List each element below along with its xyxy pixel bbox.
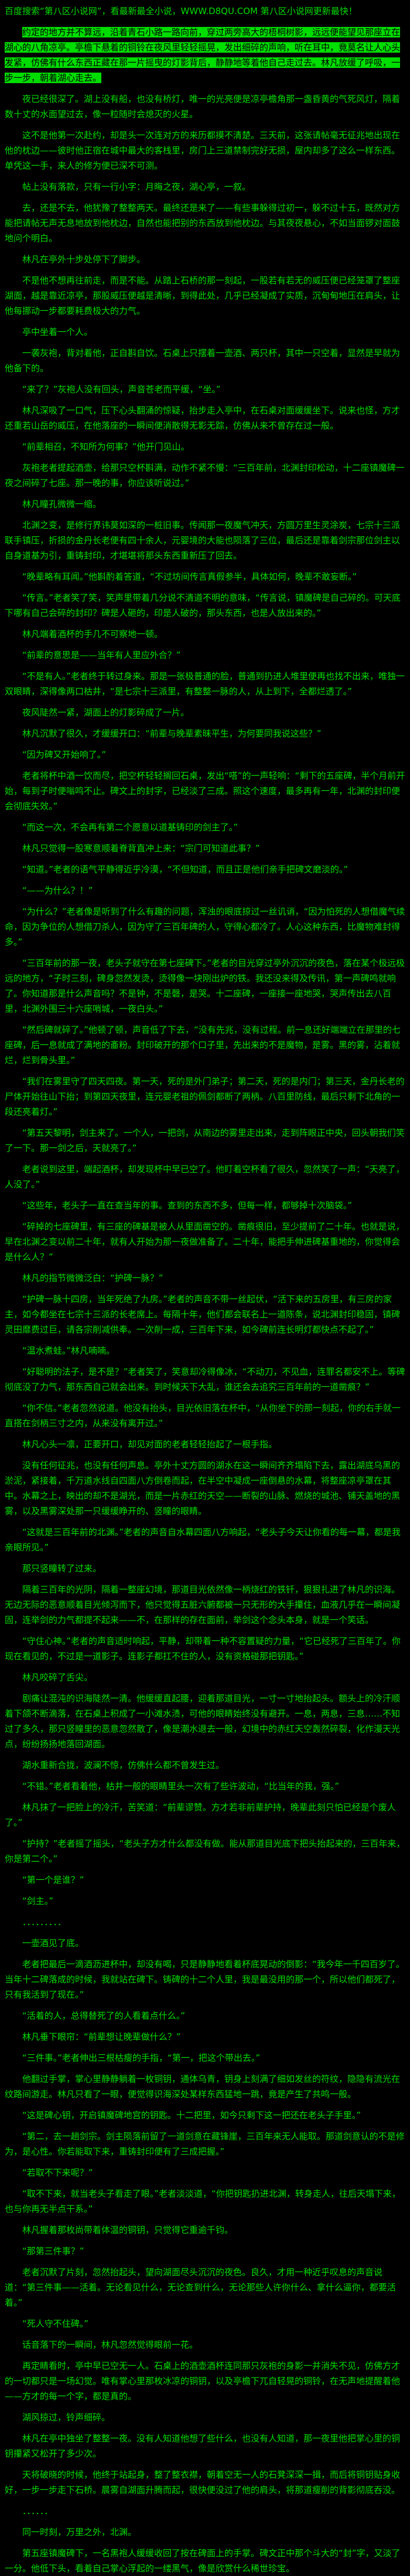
novel-paragraph: 帖上没有落款，只有一行小字：月晦之夜，湖心亭，一叙。 <box>22 181 251 192</box>
novel-paragraph: 话音落下的一瞬间，林凡忽然觉得眼前一花。 <box>22 2339 199 2350</box>
novel-paragraph: 剧痛让混沌的识海陡然一清。他缓缓直起腰，迎着那道目光，一寸一寸地抬起头。额头上的… <box>5 1693 401 1749</box>
novel-paragraph: “那第三件事？” <box>22 2246 84 2256</box>
novel-paragraph: “若取不下来呢？” <box>22 2167 93 2178</box>
novel-paragraph: “不错。”老者看着他，枯井一般的眼睛里头一次有了些许波动，“比当年的我，强。” <box>22 1781 340 1791</box>
novel-paragraph: “来了？”灰袍人没有回头，声音苍老而平缓，“坐。” <box>22 384 221 395</box>
novel-paragraph: 林凡深吸了一口气，压下心头翻涌的惊疑，抬步走入亭中，在石桌对面缓缓坐下。说来也怪… <box>5 405 401 431</box>
novel-paragraph: 一袭灰袍，背对着他，正自斟自饮。石桌上只摆着一壶酒、两只杯，其中一只空着，显然是… <box>5 348 401 374</box>
novel-paragraph: “晚辈略有耳闻。”他斟酌着答道，“不过坊间传言真假参半，具体如何，晚辈不敢妄断。… <box>22 571 357 582</box>
novel-paragraph: “前辈相召，不知所为何事？”他开门见山。 <box>22 441 190 452</box>
novel-paragraph: “然后碑就碎了。”他顿了顿，声音低了下去，“没有先兆，没有过程。前一息还好端端立… <box>5 1025 401 1066</box>
novel-paragraph: 一壶酒见了底。 <box>22 1938 84 1948</box>
novel-paragraph: “第一个是谁？” <box>22 1875 84 1885</box>
novel-paragraph: “前辈的意思是——当年有人里应外合？” <box>22 650 181 660</box>
novel-paragraph: “这就是三百年前的北渊。”老者的声音自水幕四面八方响起，“老头子今天让你看的每一… <box>5 1527 401 1553</box>
novel-paragraph: “第二，去一趟剑宗。剑主陨落前留了一道剑意在藏锋崖，三百年来无人能取。那道剑意认… <box>5 2131 405 2157</box>
novel-paragraph: “取不下来，就当老头子看走了眼。”老者淡淡道，“你把钥匙扔进北渊，转身走人，往后… <box>5 2188 401 2214</box>
top-ad-line[interactable]: 百度搜索“第八区小说网”，看最新最全小说，WWW.D8QU.COM 第八区小说网… <box>5 6 357 16</box>
novel-paragraph: “剑主。” <box>22 1896 54 1906</box>
novel-paragraph: 夜已经很深了。湖上没有船，也没有桥灯，唯一的光亮便是凉亭檐角那一盏昏黄的气死风灯… <box>5 94 401 119</box>
novel-paragraph: 林凡垂下眼帘：“前辈想让晚辈做什么？” <box>22 2032 181 2042</box>
novel-paragraph: 没有任何征兆，也没有任何声息。亭外十丈方圆的湖水在这一瞬间齐齐塌陷下去，露出湖底… <box>5 1460 401 1516</box>
novel-paragraph: 林凡在亭中独坐了整整一夜。没有人知道他想了些什么，也没有人知道，那一夜里他把掌心… <box>5 2433 401 2459</box>
novel-paragraph: “这是碑心钥，开启镇魔碑地宫的钥匙。十二把里，如今只剩下这一把还在老头子手里。” <box>22 2110 361 2121</box>
novel-paragraph: 隔着三百年的光阴，隔着一整座幻境，那道目光依然像一柄烧红的铁钎，狠狠扎进了林凡的… <box>5 1584 401 1625</box>
novel-paragraph: “知道。”老者的语气平静得近乎冷漠，“不但知道，而且正是他们亲手把碑文磨淡的。” <box>22 864 348 875</box>
novel-paragraph: “我们在雾里守了四天四夜。第一天，死的是外门弟子；第二天，死的是内门；第三天，金… <box>5 1076 405 1117</box>
novel-paragraph: “好聪明的法子，是不是？”老者笑了，笑意却冷得像冰，“不动刀，不见血，连罪名都安… <box>5 1366 405 1392</box>
novel-paragraph: 他翻过手掌，掌心里静静躺着一枚铜钥，通体乌青，钥身上刻满了细如发丝的符纹，隐隐有… <box>5 2074 401 2099</box>
novel-paragraph: “——为什么？！” <box>22 885 93 896</box>
selected-text: 约定的地方并不算远，沿着青石小路一路向前，穿过两旁高大的梧桐树影，远远便能望见那… <box>5 27 401 83</box>
novel-paragraph: “为什么？”老者像是听到了什么有趣的问题，浑浊的眼底掠过一丝讥诮，“因为怕死的人… <box>5 906 405 947</box>
novel-paragraph: 林凡心头一凛，正要开口，却见对面的老者轻轻抬起了一根手指。 <box>22 1439 278 1450</box>
novel-paragraph: “死人守不住碑。” <box>22 2318 89 2329</box>
novel-paragraph: 去，还是不去，他犹豫了整整两天。最终还是来了——有些事躲得过初一，躲不过十五，既… <box>5 203 401 244</box>
novel-paragraph: 夜风陡然一紧，湖面上的灯影碎成了一片。 <box>22 707 190 718</box>
novel-paragraph: 林凡端着酒杯的手几不可察地一顿。 <box>22 629 163 639</box>
novel-paragraph: “传言。”老者笑了笑，笑声里带着几分说不清道不明的意味，“传言说，镇魔碑是自己碎… <box>5 592 401 618</box>
novel-paragraph: 林凡握着那枚尚带着体温的铜钥，只觉得它重逾千钧。 <box>22 2225 234 2235</box>
novel-paragraph: 湖水重新合拢，波澜不惊，仿佛什么都不曾发生过。 <box>22 1760 225 1770</box>
chapter-body: 夜已经很深了。湖上没有船，也没有桥灯，唯一的光亮便是凉亭檐角那一盏昏黄的气死风灯… <box>5 91 405 2576</box>
novel-paragraph: “碎掉的七座碑里，有三座的碑基是被人从里面凿空的。凿痕很旧，至少提前了二十年。也… <box>5 1221 405 1262</box>
novel-paragraph: 亭中坐着一个人。 <box>22 327 93 337</box>
novel-paragraph: “温水煮蛙。”林凡喃喃。 <box>22 1345 115 1356</box>
novel-paragraph: 再定睛看时，亭中早已空无一人。石桌上的酒壶酒杯连同那只灰袍的身影一并消失不见，仿… <box>5 2361 401 2402</box>
novel-paragraph: “三百年前的那一夜，老头子就守在第七座碑下。”老者的目光穿过亭外沉沉的夜色，落在… <box>5 958 405 1014</box>
novel-paragraph: “三件事。”老者伸出三根枯瘦的手指，“第一，把这个带出去。” <box>22 2053 261 2063</box>
novel-paragraph: 林凡的指节微微泛白：“护碑一脉？” <box>22 1273 163 1283</box>
novel-paragraph: 不是他不想再往前走，而是不能。从踏上石桥的那一刻起，一股若有若无的威压便已经笼罩… <box>5 275 401 316</box>
novel-paragraph: “不是有人。”老者终于转过身来。那是一张极普通的脸，普通到扔进人堆里便再也找不出… <box>5 671 405 697</box>
novel-paragraph: “第五天黎明，剑主来了。一个人，一把剑，从南边的雾里走出来，走到阵眼正中央，回头… <box>5 1128 405 1153</box>
novel-paragraph: “你不信。”老者忽然说道。他没有抬头，目光依旧落在杯中，“从你坐下的那一刻起，你… <box>5 1403 401 1429</box>
selected-paragraph: 约定的地方并不算远，沿着青石小路一路向前，穿过两旁高大的梧桐树影，远远便能望见那… <box>5 25 405 85</box>
novel-paragraph: “而这一次，不会再有第二个愿意以道基铸印的剑主了。” <box>22 822 238 833</box>
novel-paragraph: 同一时刻，万里之外，北渊。 <box>22 2527 137 2537</box>
novel-paragraph: 老者把最后一滴酒沥进杯中，却没有喝，只是静静地看着杯底晃动的倒影：“我今年一千四… <box>5 1959 405 2000</box>
novel-paragraph: “因为碑又开始响了。” <box>22 749 107 760</box>
novel-paragraph: ．．．．．． <box>22 2506 53 2516</box>
novel-paragraph: 天将破晓的时候，他终于站起身，整了整衣襟，朝着空无一人的石凳深深一揖，而后将铜钥… <box>5 2469 401 2495</box>
novel-paragraph: 北渊之变，是修行界讳莫如深的一桩旧事。传闻那一夜魔气冲天，方圆万里生灵涂炭，七宗… <box>5 520 401 561</box>
novel-paragraph: 第五座镇魔碑下，一名黑袍人缓缓收回了按在碑面上的手掌。碑文正中那个斗大的“封”字… <box>5 2548 401 2574</box>
novel-paragraph: 老者将杯中酒一饮而尽，把空杯轻轻搁回石桌，发出“嗒”的一声轻响：“剩下的五座碑，… <box>5 770 405 811</box>
novel-paragraph: 林凡只觉得一股寒意顺着脊背直冲上来：“宗门可知道此事？” <box>22 843 260 854</box>
novel-paragraph: 老者沉默了片刻，忽然抬起头，望向湖面尽头沉沉的夜色。良久，才用一种近乎叹息的声音… <box>5 2267 396 2308</box>
novel-paragraph: 灰袍老者提起酒壶，给那只空杯斟满，动作不紧不慢：“三百年前，北渊封印松动，十二座… <box>5 463 405 488</box>
novel-paragraph: “守住心神。”老者的声音适时响起，平静，却带着一种不容置疑的力量，“它已经死了三… <box>5 1636 401 1662</box>
novel-paragraph: “护碑一脉十四房，当年死绝了九房。”老者的声音不带一丝起伏，“活下来的五房里，有… <box>5 1294 401 1335</box>
novel-paragraph: 林凡瞳孔微微一缩。 <box>22 499 102 509</box>
novel-paragraph: ．．．．．．．．． <box>22 1917 67 1927</box>
novel-paragraph: 老者说到这里，端起酒杯，却发现杯中早已空了。他盯着空杯看了很久，忽然笑了一声：“… <box>5 1164 405 1190</box>
novel-paragraph: 这不是他第一次赴约，却是头一次连对方的来历都摸不清楚。三天前，这张请帖毫无征兆地… <box>5 130 401 171</box>
novel-paragraph: 林凡抹了一把脸上的冷汗，苦笑道：“前辈谬赞。方才若非前辈护持，晚辈此刻只怕已经是… <box>5 1802 396 1828</box>
novel-paragraph: 湖风掠过，铃声细碎。 <box>22 2412 111 2423</box>
novel-paragraph: “活着的人，总得替死了的人看着点什么。” <box>22 2010 186 2021</box>
novel-paragraph: 林凡沉默了很久，才缓缓开口：“前辈与晚辈素昧平生，为何要同我说这些？” <box>22 728 322 739</box>
novel-paragraph: 那只竖瞳转了过来。 <box>22 1563 102 1574</box>
novel-paragraph: 林凡咬碎了舌尖。 <box>22 1672 93 1683</box>
novel-paragraph: 林凡在亭外十步处停下了脚步。 <box>22 254 146 265</box>
novel-paragraph: “这些年，老头子一直在查当年的事。查到的东西不多，但每一样，都够掉十次脑袋。” <box>22 1200 353 1211</box>
novel-paragraph: “护持？”老者摇了摇头，“老头子方才什么都没有做。能从那道目光底下把头抬起来的，… <box>5 1838 405 1864</box>
